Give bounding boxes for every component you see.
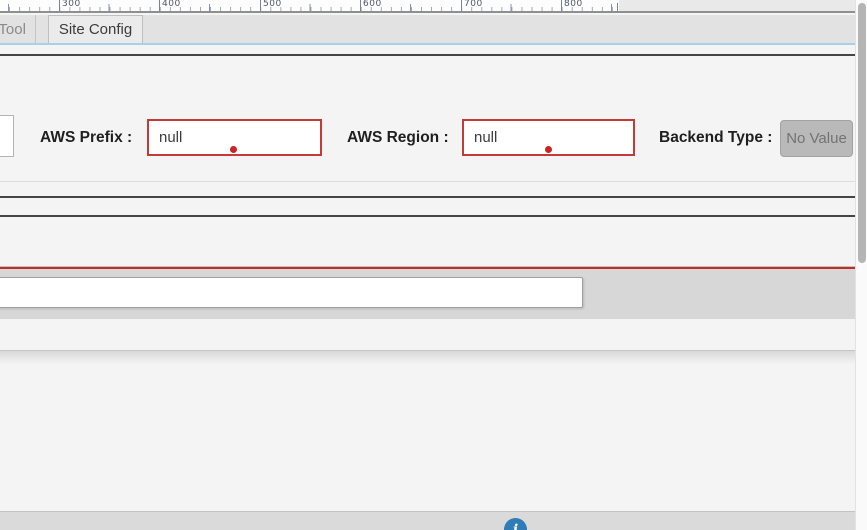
ruler-major-tick: [561, 0, 562, 11]
aws-region-label: AWS Region :: [347, 129, 449, 146]
partial-input-left[interactable]: [0, 115, 14, 157]
section-divider: [0, 215, 855, 217]
ruler-end-tick: [617, 3, 618, 11]
bottom-status-band: [0, 511, 867, 530]
ruler-label: 400: [162, 0, 181, 9]
scrollbar-thumb[interactable]: [858, 3, 866, 263]
panel-shadow: [0, 351, 867, 364]
aws-prefix-label: AWS Prefix :: [40, 129, 133, 146]
ruler-label: 600: [363, 0, 382, 9]
ruler-scale: 300 400 500 600 700 800: [0, 0, 619, 11]
horizontal-ruler: 300 400 500 600 700 800: [0, 0, 855, 13]
section-divider: [0, 196, 855, 198]
info-icon[interactable]: i: [504, 518, 527, 530]
faint-divider: [0, 181, 855, 182]
backend-type-value: No Value: [786, 130, 847, 147]
tab-bar: y Tool Site Config: [0, 15, 867, 43]
vertical-scrollbar[interactable]: [855, 0, 867, 530]
ruler-major-tick: [159, 0, 160, 11]
aws-region-error-dot: [545, 146, 552, 153]
aws-prefix-error-dot: [230, 146, 237, 153]
backend-type-select[interactable]: No Value: [780, 120, 853, 157]
ruler-major-tick: [461, 0, 462, 11]
tab-query-tool[interactable]: y Tool: [0, 15, 36, 43]
ruler-label: 800: [564, 0, 583, 9]
ruler-major-tick: [260, 0, 261, 11]
gray-edge-line: [0, 266, 855, 267]
aws-region-input[interactable]: [462, 119, 635, 156]
ruler-major-tick: [59, 0, 60, 11]
ruler-label: 500: [263, 0, 282, 9]
filter-input[interactable]: [0, 277, 583, 308]
ruler-label: 700: [464, 0, 483, 9]
tab-label: y Tool: [0, 20, 26, 38]
section-divider: [0, 54, 855, 56]
ruler-major-tick: [360, 0, 361, 11]
ruler-label: 300: [62, 0, 81, 9]
panel-divider: [0, 350, 867, 351]
aws-prefix-input[interactable]: [147, 119, 322, 156]
tab-label: Site Config: [58, 21, 133, 38]
tab-accent-line: [0, 43, 867, 45]
tab-site-config[interactable]: Site Config: [48, 15, 143, 43]
red-separator: [0, 267, 855, 269]
backend-type-label: Backend Type :: [659, 129, 773, 146]
